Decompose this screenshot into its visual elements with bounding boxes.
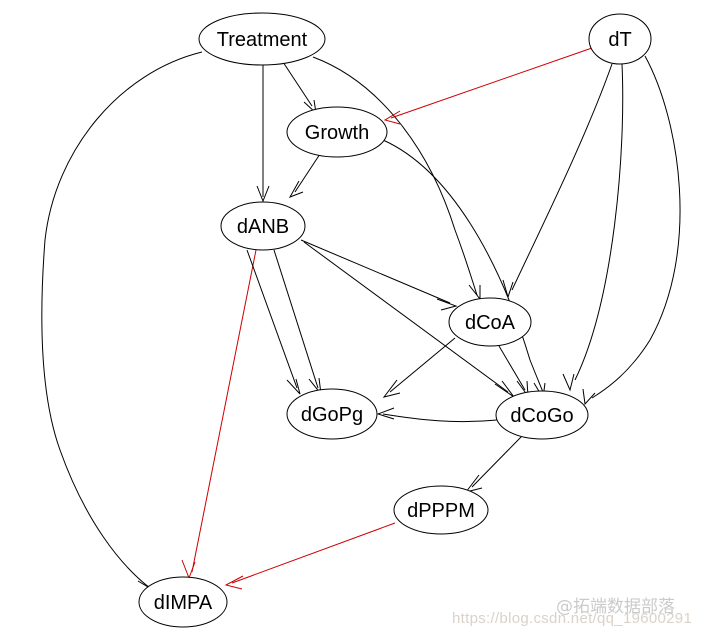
node-growth-ellipse[interactable] (286, 106, 388, 158)
node-dGoPg[interactable]: dGoPg (286, 388, 378, 440)
node-treatment[interactable]: Treatment (198, 12, 326, 66)
node-dIMPA-ellipse[interactable] (138, 576, 228, 628)
node-dT-ellipse[interactable] (588, 13, 652, 65)
edge-dT-to-dCoGo-outer (582, 55, 681, 406)
node-dCoA-ellipse[interactable] (448, 297, 532, 347)
node-dIMPA[interactable]: dIMPA (138, 576, 228, 628)
edge-dCoGo-to-dGoPg (376, 407, 498, 423)
edge-dCoA-to-dGoPg (382, 337, 456, 398)
node-treatment-ellipse[interactable] (198, 12, 326, 66)
node-dGoPg-ellipse[interactable] (286, 388, 378, 440)
node-dPPPM-ellipse[interactable] (393, 485, 489, 535)
edge-layer (41, 47, 681, 595)
edge-dCoGo-to-dPPPM (464, 435, 523, 493)
edge-treatment-to-dCoA (312, 56, 481, 301)
edge-treatment-to-dANB (256, 65, 270, 203)
node-layer: Treatment dT Growth dANB dCoA dGoPg (138, 12, 652, 628)
node-dPPPM[interactable]: dPPPM (393, 485, 489, 535)
edge-dT-to-dCoA (502, 63, 613, 299)
node-dCoGo-ellipse[interactable] (495, 390, 589, 440)
edge-growth-to-dANB (288, 153, 321, 198)
node-dT[interactable]: dT (588, 13, 652, 65)
edge-dPPPM-to-dIMPA (224, 522, 396, 590)
edge-treatment-to-growth (282, 61, 317, 115)
edge-dANB-to-dCoA (300, 239, 458, 311)
edge-dANB-to-dIMPA (181, 249, 257, 580)
edge-dT-to-growth (383, 47, 593, 125)
edge-dANB-to-dGoPg (246, 249, 301, 395)
node-growth[interactable]: Growth (286, 106, 388, 158)
node-dCoGo[interactable]: dCoGo (495, 390, 589, 440)
edge-dANB-to-dGoPg-2 (273, 249, 322, 396)
node-dANB[interactable]: dANB (220, 201, 306, 251)
node-dCoA[interactable]: dCoA (448, 297, 532, 347)
node-dANB-ellipse[interactable] (220, 201, 306, 251)
edge-treatment-to-dIMPA (41, 51, 203, 595)
edge-dT-to-dCoGo (562, 63, 624, 392)
